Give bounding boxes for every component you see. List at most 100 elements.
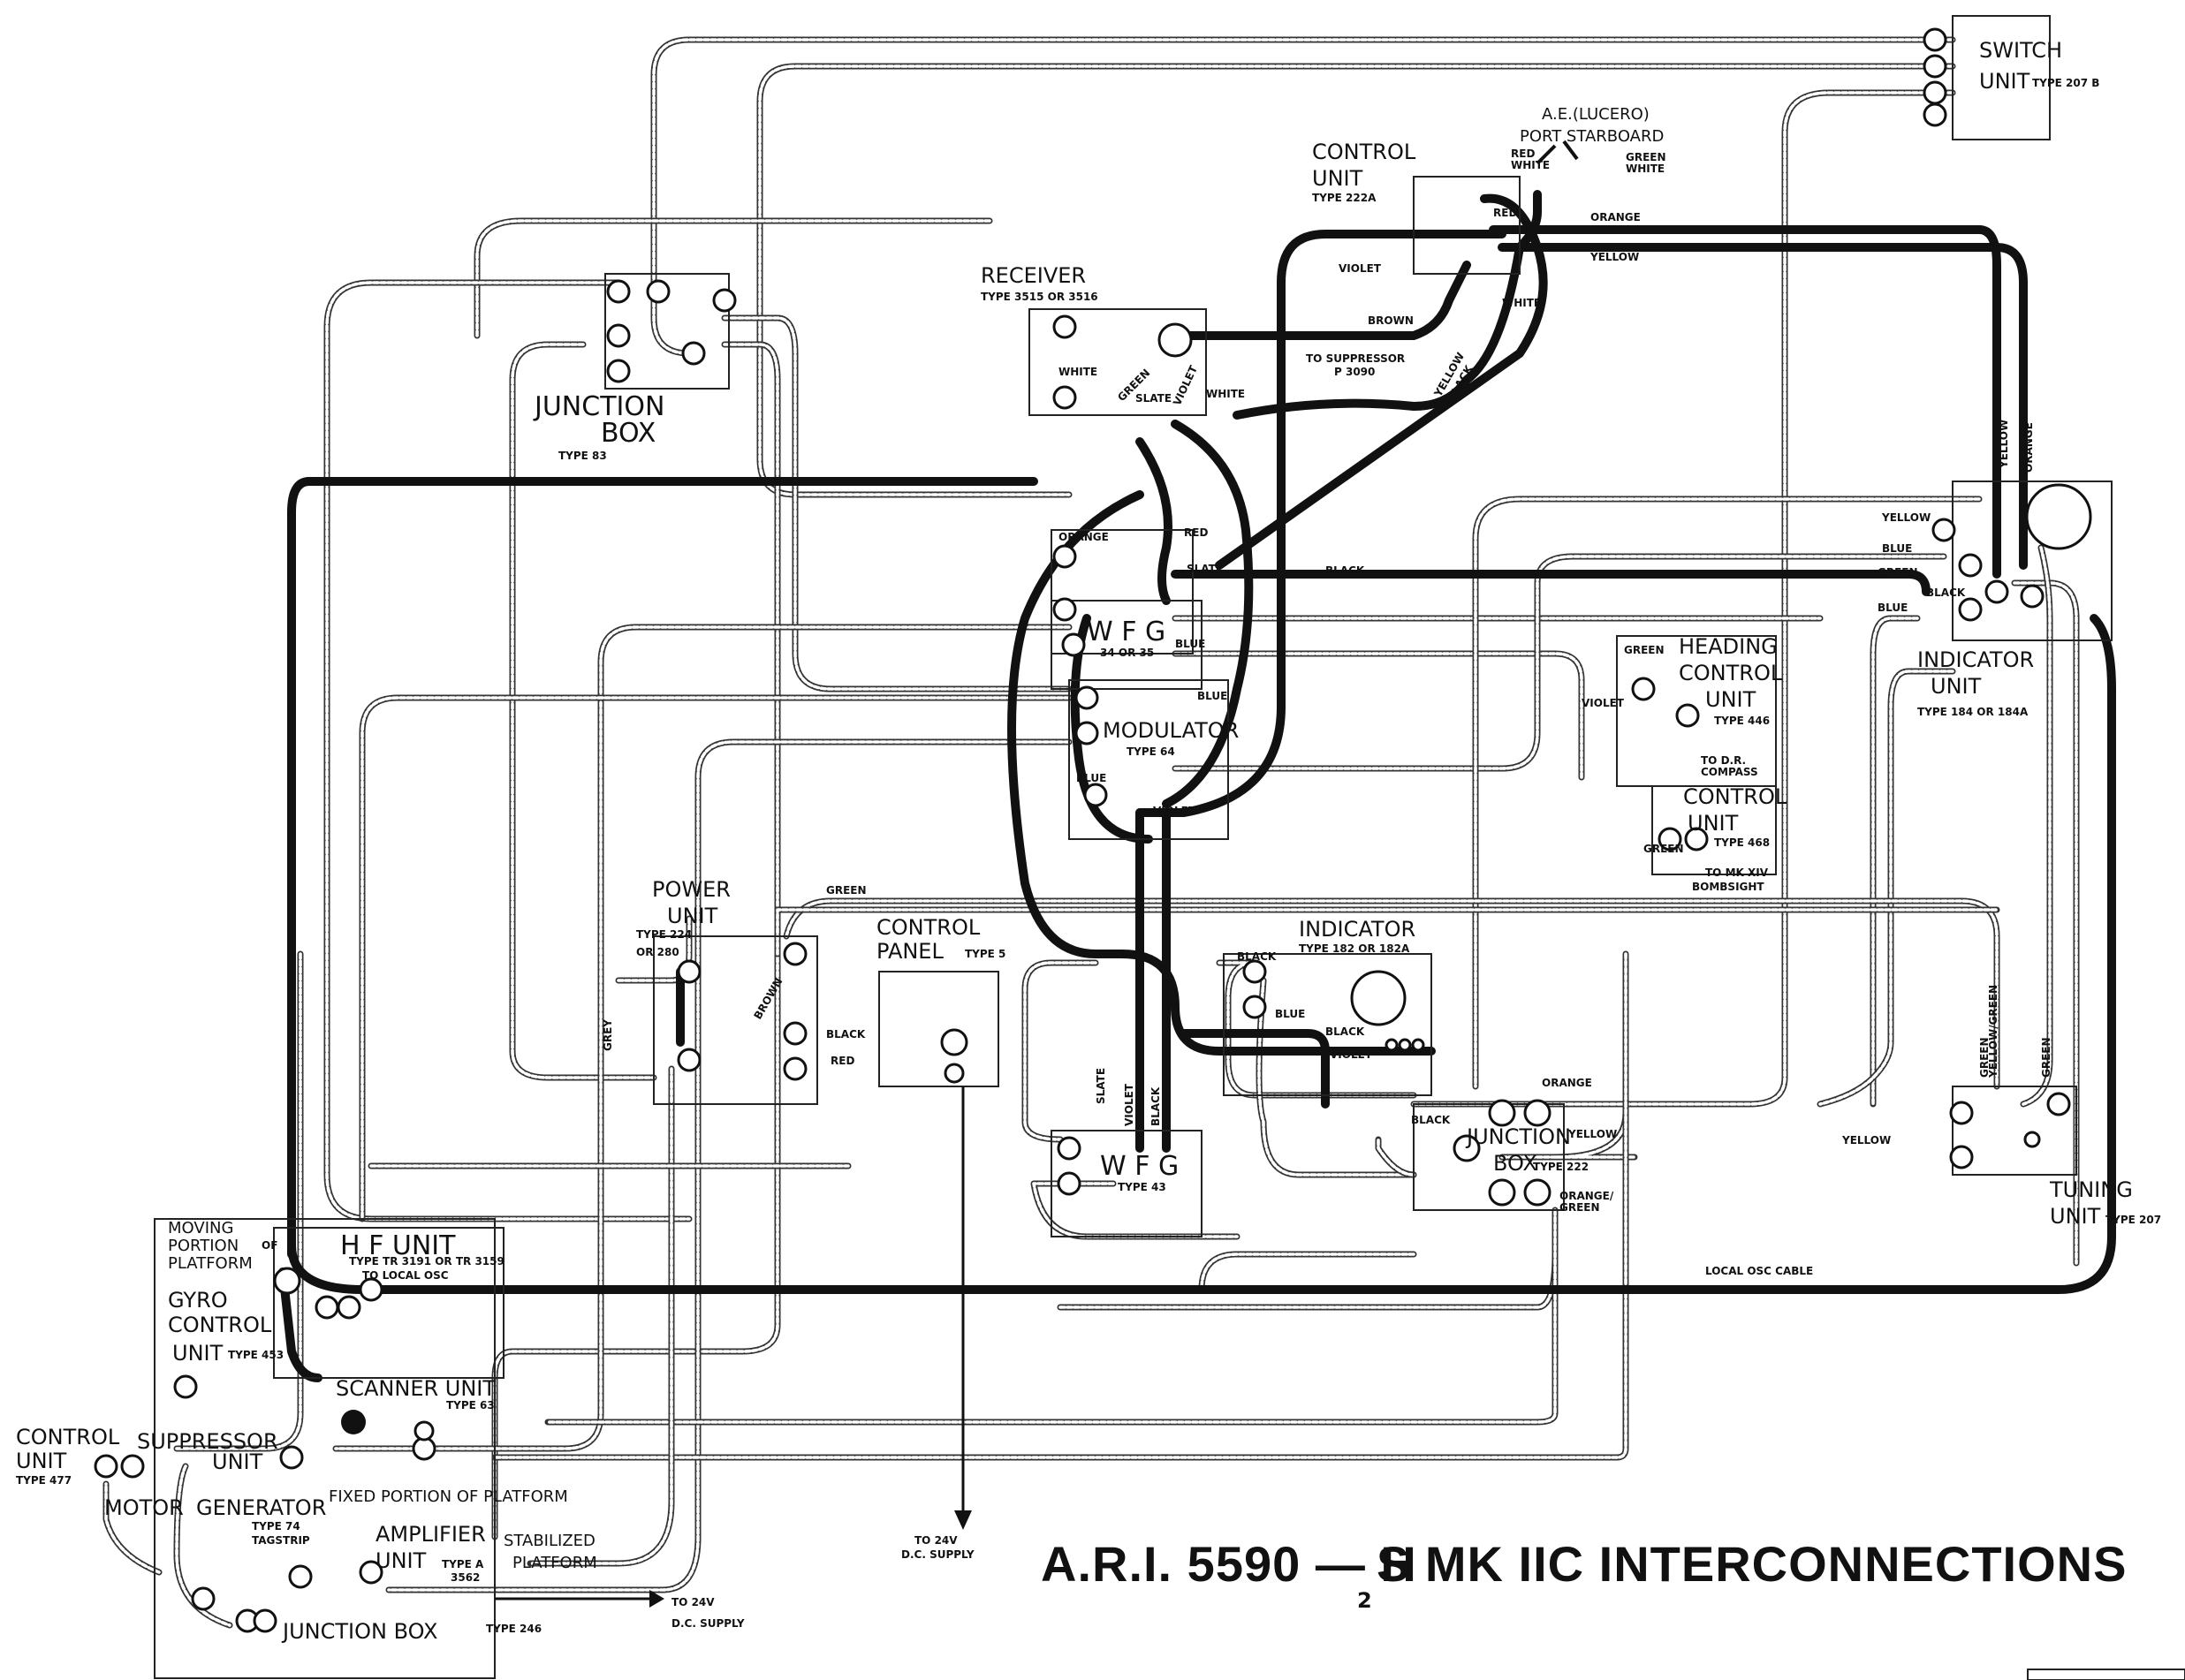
motor-name: MOTOR — [104, 1495, 184, 1520]
control-unit-468-box — [1651, 785, 1777, 875]
junction-box-83-name1: JUNCTION — [533, 391, 664, 422]
indicator-182-type: TYPE 182 OR 182A — [1299, 942, 1410, 955]
wfg-upper-type: 34 OR 35 — [1100, 647, 1154, 659]
wfg-upper-box — [1051, 600, 1203, 690]
label-red-mid: RED — [1184, 526, 1208, 539]
label-black-vert: BLACK — [1149, 1086, 1162, 1126]
junction-box-222-name1: JUNCTION — [1465, 1124, 1571, 1149]
switch-unit-type: TYPE 207 B — [2032, 77, 2099, 89]
label-white-left: WHITE — [1058, 366, 1097, 378]
suppressor-unit-name1: SUPPRESSOR — [137, 1429, 278, 1454]
label-white: WHITE — [1502, 297, 1541, 309]
stabilized-line1: STABILIZED — [504, 1532, 596, 1550]
control-panel-type: TYPE 5 — [965, 948, 1005, 960]
gyro-control-name3: UNIT — [172, 1341, 224, 1366]
label-black-ind: BLACK — [1926, 586, 1966, 599]
amplifier-unit-num: 3562 — [451, 1571, 480, 1584]
power-unit-name2: UNIT — [667, 904, 718, 928]
gyro-control-type: TYPE 453 — [228, 1349, 284, 1361]
suppressor-unit-name2: UNIT — [212, 1449, 263, 1474]
control-unit-222-type: TYPE 222A — [1312, 192, 1377, 204]
label-to-mk-xiv: TO MK XIV — [1705, 866, 1769, 879]
wfg-lower-box — [1051, 1130, 1203, 1237]
receiver-plug — [1157, 322, 1193, 358]
tagstrip-label: TAGSTRIP — [252, 1534, 310, 1547]
label-black-ind182: BLACK — [1237, 950, 1277, 963]
ae-lucero-line2: PORT STARBOARD — [1520, 127, 1664, 146]
moving-platform-line2: PORTION — [168, 1237, 239, 1255]
hf-unit-box — [273, 1227, 505, 1379]
moving-platform-line1: MOVING — [168, 1219, 233, 1237]
unit-labels: SWITCH UNIT TYPE 207 B A.E.(LUCERO) PORT… — [16, 38, 2161, 1644]
thin-cables — [102, 36, 2080, 1629]
label-grey-vert: GREY — [602, 1019, 614, 1051]
label-violet-ind182: VIOLET — [1330, 1048, 1373, 1061]
gyro-control-name2: CONTROL — [168, 1313, 272, 1337]
label-violet-mod: VIOLET — [1153, 805, 1196, 817]
label-black-panel: BLACK — [826, 1028, 866, 1041]
label-orange-vert: ORANGE — [2022, 422, 2035, 473]
fixed-platform-label: FIXED PORTION OF PLATFORM — [329, 1487, 568, 1506]
heading-control-name3: UNIT — [1705, 687, 1756, 712]
control-unit-468-type: TYPE 468 — [1714, 836, 1770, 849]
switch-unit-box — [1952, 15, 2051, 140]
amplifier-unit-name2: UNIT — [376, 1548, 427, 1573]
title-subscript: 2 — [1357, 1588, 1372, 1613]
indicator-182-box — [1223, 953, 1432, 1096]
control-panel-box — [878, 971, 999, 1087]
amplifier-unit-type: TYPE A — [442, 1558, 484, 1570]
label-yellow-jb: YELLOW — [1567, 1128, 1617, 1140]
tuning-unit-name1: TUNING — [2049, 1177, 2133, 1202]
generator-name: GENERATOR — [196, 1495, 326, 1520]
ae-lucero-line1: A.E.(LUCERO) — [1542, 105, 1650, 124]
modulator-box — [1068, 679, 1229, 840]
label-to-24v: TO 24V — [914, 1534, 958, 1547]
stabilized-platform-box — [154, 1218, 496, 1679]
supply-arrows — [495, 140, 1579, 1608]
power-unit-box — [653, 935, 818, 1105]
label-violet-diag: VIOLET — [1171, 363, 1200, 407]
label-suppressor-num: P 3090 — [1334, 366, 1375, 378]
label-black-jb: BLACK — [1411, 1114, 1451, 1126]
modulator-name: MODULATOR — [1103, 718, 1239, 743]
scanner-unit-name: SCANNER UNIT — [336, 1376, 496, 1401]
indicator-unit-name2: UNIT — [1931, 674, 1982, 699]
label-red-panel: RED — [831, 1055, 854, 1067]
indicator-crt — [2025, 483, 2092, 550]
label-violet-hdg: VIOLET — [1582, 697, 1625, 709]
heading-control-name2: CONTROL — [1679, 661, 1783, 685]
label-green-vert2: GREEN — [2040, 1037, 2052, 1078]
hf-unit-name: H F UNIT — [340, 1230, 456, 1261]
switch-unit-name2: UNIT — [1979, 69, 2030, 94]
label-blue-ind182: BLUE — [1275, 1008, 1305, 1020]
control-unit-468-name2: UNIT — [1688, 811, 1739, 836]
receiver-name: RECEIVER — [981, 263, 1086, 288]
junction-box-222-name2: BOX — [1493, 1151, 1537, 1176]
label-to-suppressor: TO SUPPRESSOR — [1306, 352, 1405, 365]
junction-box-83-type: TYPE 83 — [558, 450, 607, 462]
label-blue-mod: BLUE — [1197, 690, 1227, 702]
hf-unit-type: TYPE TR 3191 OR TR 3159 — [349, 1255, 505, 1268]
tuning-unit-type: TYPE 207 — [2105, 1214, 2161, 1226]
title-rest: S MK IIC INTERCONNECTIONS — [1377, 1536, 2127, 1592]
label-orange-top: ORANGE — [1590, 211, 1641, 223]
title-main: A.R.I. 5590 — H — [1041, 1536, 1417, 1592]
label-yellow-top: YELLOW — [1589, 251, 1639, 263]
junction-box-222-type: TYPE 222 — [1533, 1161, 1589, 1173]
power-unit-name1: POWER — [652, 877, 731, 902]
label-blue-lower: BLUE — [1076, 772, 1106, 784]
label-orange-mid: ORANGE — [1058, 531, 1109, 543]
label-to-24v-2: TO 24V — [671, 1596, 715, 1608]
label-blue-ind2: BLUE — [1878, 602, 1908, 614]
scanner-plug — [341, 1410, 366, 1434]
junction-box-246-type: TYPE 246 — [486, 1623, 542, 1635]
amplifier-unit-name1: AMPLIFIER — [376, 1522, 486, 1547]
motor-generator-type: TYPE 74 — [252, 1520, 300, 1532]
receiver-box — [1028, 308, 1207, 416]
control-unit-477-type: TYPE 477 — [16, 1474, 72, 1487]
receiver-lower-box — [1051, 529, 1194, 655]
stabilized-line2: PLATFORM — [512, 1554, 597, 1572]
label-orange-jb: ORANGE — [1542, 1077, 1592, 1089]
hf-unit-note: TO LOCAL OSC — [362, 1269, 449, 1282]
